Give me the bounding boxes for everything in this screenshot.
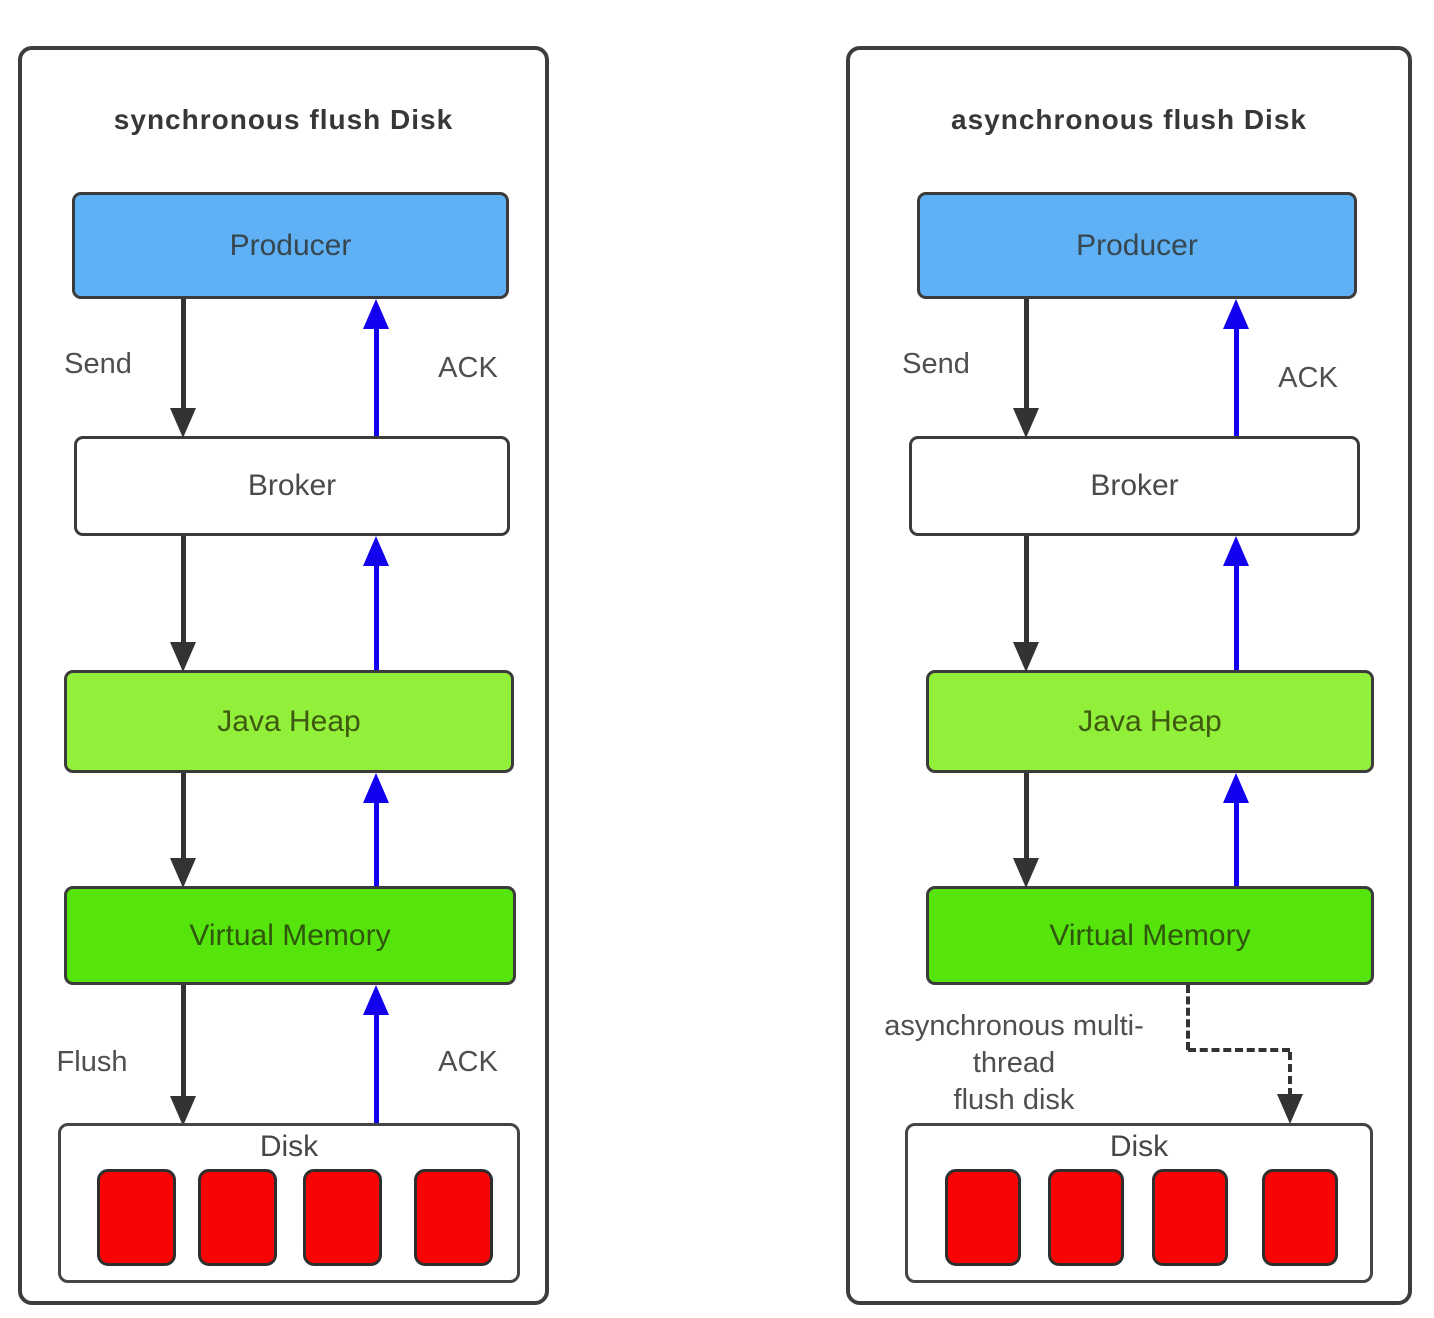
sync-ack-heap-arrow-line [374, 799, 379, 886]
async-ack-heap-arrowhead-icon [1223, 773, 1249, 803]
sync-disk-label: Disk [259, 1130, 319, 1163]
async-ack-broker-arrowhead-icon [1223, 536, 1249, 566]
sync-broker-to-heap-arrow-line [181, 536, 186, 644]
async-java-heap-label: Java Heap [1078, 705, 1222, 738]
sync-ack-producer-arrow-line [374, 325, 379, 436]
sync-heap-to-vm-arrowhead-icon [170, 858, 196, 888]
async-broker-to-heap-arrow-line [1024, 536, 1029, 644]
async-flush-note-line: asynchronous multi- [884, 1010, 1144, 1042]
async-ack-producer-arrow-line [1234, 325, 1239, 436]
async-virtual-memory-label: Virtual Memory [1049, 919, 1251, 952]
async-send-label: Send [902, 348, 970, 380]
async-virtual-memory-box: Virtual Memory [926, 886, 1374, 985]
async-flush-note: asynchronous multi- thread flush disk [858, 1008, 1170, 1119]
async-producer-label: Producer [1076, 229, 1198, 262]
sync-send-arrow-line [181, 299, 186, 410]
sync-virtual-memory-box: Virtual Memory [64, 886, 516, 985]
sync-producer-label: Producer [229, 229, 352, 262]
async-broker-box: Broker [909, 436, 1360, 536]
sync-panel-title: synchronous flush Disk [113, 104, 454, 135]
sync-virtual-memory-label: Virtual Memory [189, 919, 391, 952]
sync-disk-block [303, 1169, 382, 1266]
async-dashed-arrowhead-icon [1277, 1094, 1303, 1124]
sync-ack-vm-arrow-line [374, 1011, 379, 1123]
async-disk-block [1152, 1169, 1228, 1266]
sync-ack-broker-arrow-line [374, 562, 379, 670]
async-heap-to-vm-arrow-line [1024, 773, 1029, 860]
async-broker-to-heap-arrowhead-icon [1013, 642, 1039, 672]
async-panel-title: asynchronous flush Disk [951, 104, 1307, 135]
async-ack-producer-arrowhead-icon [1223, 299, 1249, 329]
sync-send-arrowhead-icon [170, 408, 196, 438]
sync-disk-block [97, 1169, 176, 1266]
async-flush-note-line: flush disk [953, 1084, 1075, 1116]
async-dashed-connector-horizontal [1188, 1048, 1290, 1052]
async-send-arrow-line [1024, 299, 1029, 410]
async-send-arrowhead-icon [1013, 408, 1039, 438]
async-broker-label: Broker [1090, 469, 1179, 502]
async-flush-note-line: thread [972, 1047, 1056, 1079]
sync-broker-label: Broker [247, 469, 337, 502]
sync-disk-block [198, 1169, 277, 1266]
sync-ack-top-label: ACK [438, 352, 498, 384]
sync-flush-arrow-line [181, 985, 186, 1098]
sync-flush-arrowhead-icon [170, 1096, 196, 1126]
sync-disk-block [414, 1169, 493, 1266]
sync-producer-box: Producer [72, 192, 509, 299]
async-java-heap-box: Java Heap [926, 670, 1374, 773]
async-ack-top-label: ACK [1278, 362, 1338, 394]
sync-send-label: Send [64, 348, 132, 380]
async-heap-to-vm-arrowhead-icon [1013, 858, 1039, 888]
async-disk-block [1262, 1169, 1338, 1266]
sync-ack-broker-arrowhead-icon [363, 536, 389, 566]
async-ack-broker-arrow-line [1234, 562, 1239, 670]
sync-ack-producer-arrowhead-icon [363, 299, 389, 329]
sync-broker-to-heap-arrowhead-icon [170, 642, 196, 672]
async-disk-block [945, 1169, 1021, 1266]
sync-ack-heap-arrowhead-icon [363, 773, 389, 803]
async-disk-label: Disk [1109, 1130, 1169, 1163]
async-dashed-connector-vertical-2 [1288, 1052, 1292, 1096]
async-dashed-connector-vertical-1 [1186, 985, 1190, 1050]
sync-heap-to-vm-arrow-line [181, 773, 186, 860]
async-ack-heap-arrow-line [1234, 799, 1239, 886]
async-disk-block [1048, 1169, 1124, 1266]
async-producer-box: Producer [917, 192, 1357, 299]
sync-java-heap-label: Java Heap [217, 705, 361, 738]
sync-broker-box: Broker [74, 436, 510, 536]
sync-ack-vm-arrowhead-icon [363, 985, 389, 1015]
sync-ack-bottom-label: ACK [438, 1046, 498, 1078]
sync-java-heap-box: Java Heap [64, 670, 514, 773]
sync-flush-label: Flush [56, 1046, 128, 1078]
